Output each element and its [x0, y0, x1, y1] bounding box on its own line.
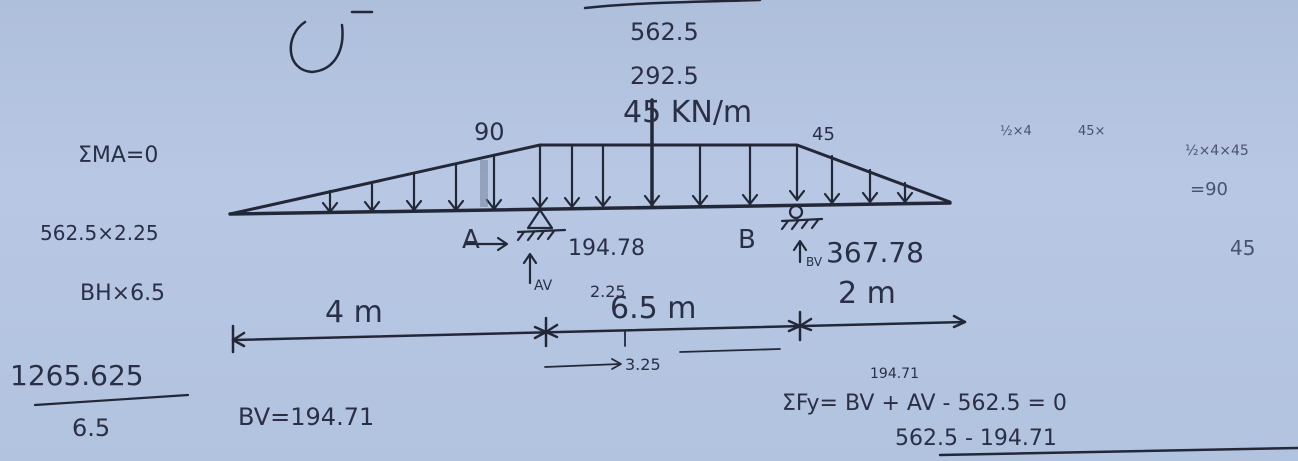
sum-fy-line2: 562.5 - 194.71 — [895, 426, 1057, 451]
sum-fy-above: 194.71 — [870, 366, 919, 382]
note-292-5: 292.5 — [630, 62, 699, 90]
av-label: AV — [534, 278, 553, 294]
underline — [938, 446, 1298, 457]
right-note-half-area: ½×4×45 — [1185, 143, 1249, 159]
right-note-times: 45× — [1078, 124, 1105, 139]
support-a — [516, 208, 567, 242]
scribble-top — [583, 0, 762, 10]
arrow-note: 3.25 — [625, 355, 661, 374]
left-peak-label: 90 — [474, 118, 505, 146]
right-note-eq90: =90 — [1190, 179, 1228, 200]
beam — [228, 201, 952, 216]
bv-label: BV — [806, 255, 823, 269]
dim-right-label: 2 m — [838, 276, 896, 311]
note-562-5: 562.5 — [630, 18, 699, 46]
scribble-mark — [289, 20, 344, 74]
support-a-label: A — [462, 225, 480, 255]
bv-result: BV=194.71 — [238, 403, 374, 431]
moment-product: 562.5×2.25 — [40, 221, 159, 245]
sub-arrow — [544, 348, 781, 370]
fraction-numerator: 1265.625 — [10, 359, 144, 392]
dim-middle-label: 6.5 m — [610, 291, 696, 326]
sum-fy-equation: ΣFy= BV + AV - 562.5 = 0 — [782, 391, 1067, 416]
fraction-bar — [33, 393, 190, 407]
fraction-denominator: 6.5 — [72, 414, 110, 442]
dim-middle-sub: 2.25 — [590, 282, 626, 301]
right-note-45: 45 — [1230, 236, 1255, 260]
load-intensity-label: 45 KN/m — [623, 95, 752, 130]
support-b-label: B — [738, 225, 756, 255]
bh-term: BH×6.5 — [80, 281, 165, 306]
moment-equation: ΣMA=0 — [78, 143, 158, 168]
load-arrows — [321, 98, 914, 214]
reaction-b-note: 367.78 — [826, 236, 924, 269]
reaction-arrows — [464, 236, 808, 285]
dim-left-label: 4 m — [325, 295, 383, 330]
right-peak-label: 45 — [812, 124, 835, 145]
load-outline — [228, 143, 952, 216]
right-note-half: ½×4 — [1000, 124, 1032, 139]
reaction-a-note: 194.78 — [568, 236, 645, 261]
support-b — [780, 204, 824, 231]
dimension-line — [231, 310, 967, 354]
